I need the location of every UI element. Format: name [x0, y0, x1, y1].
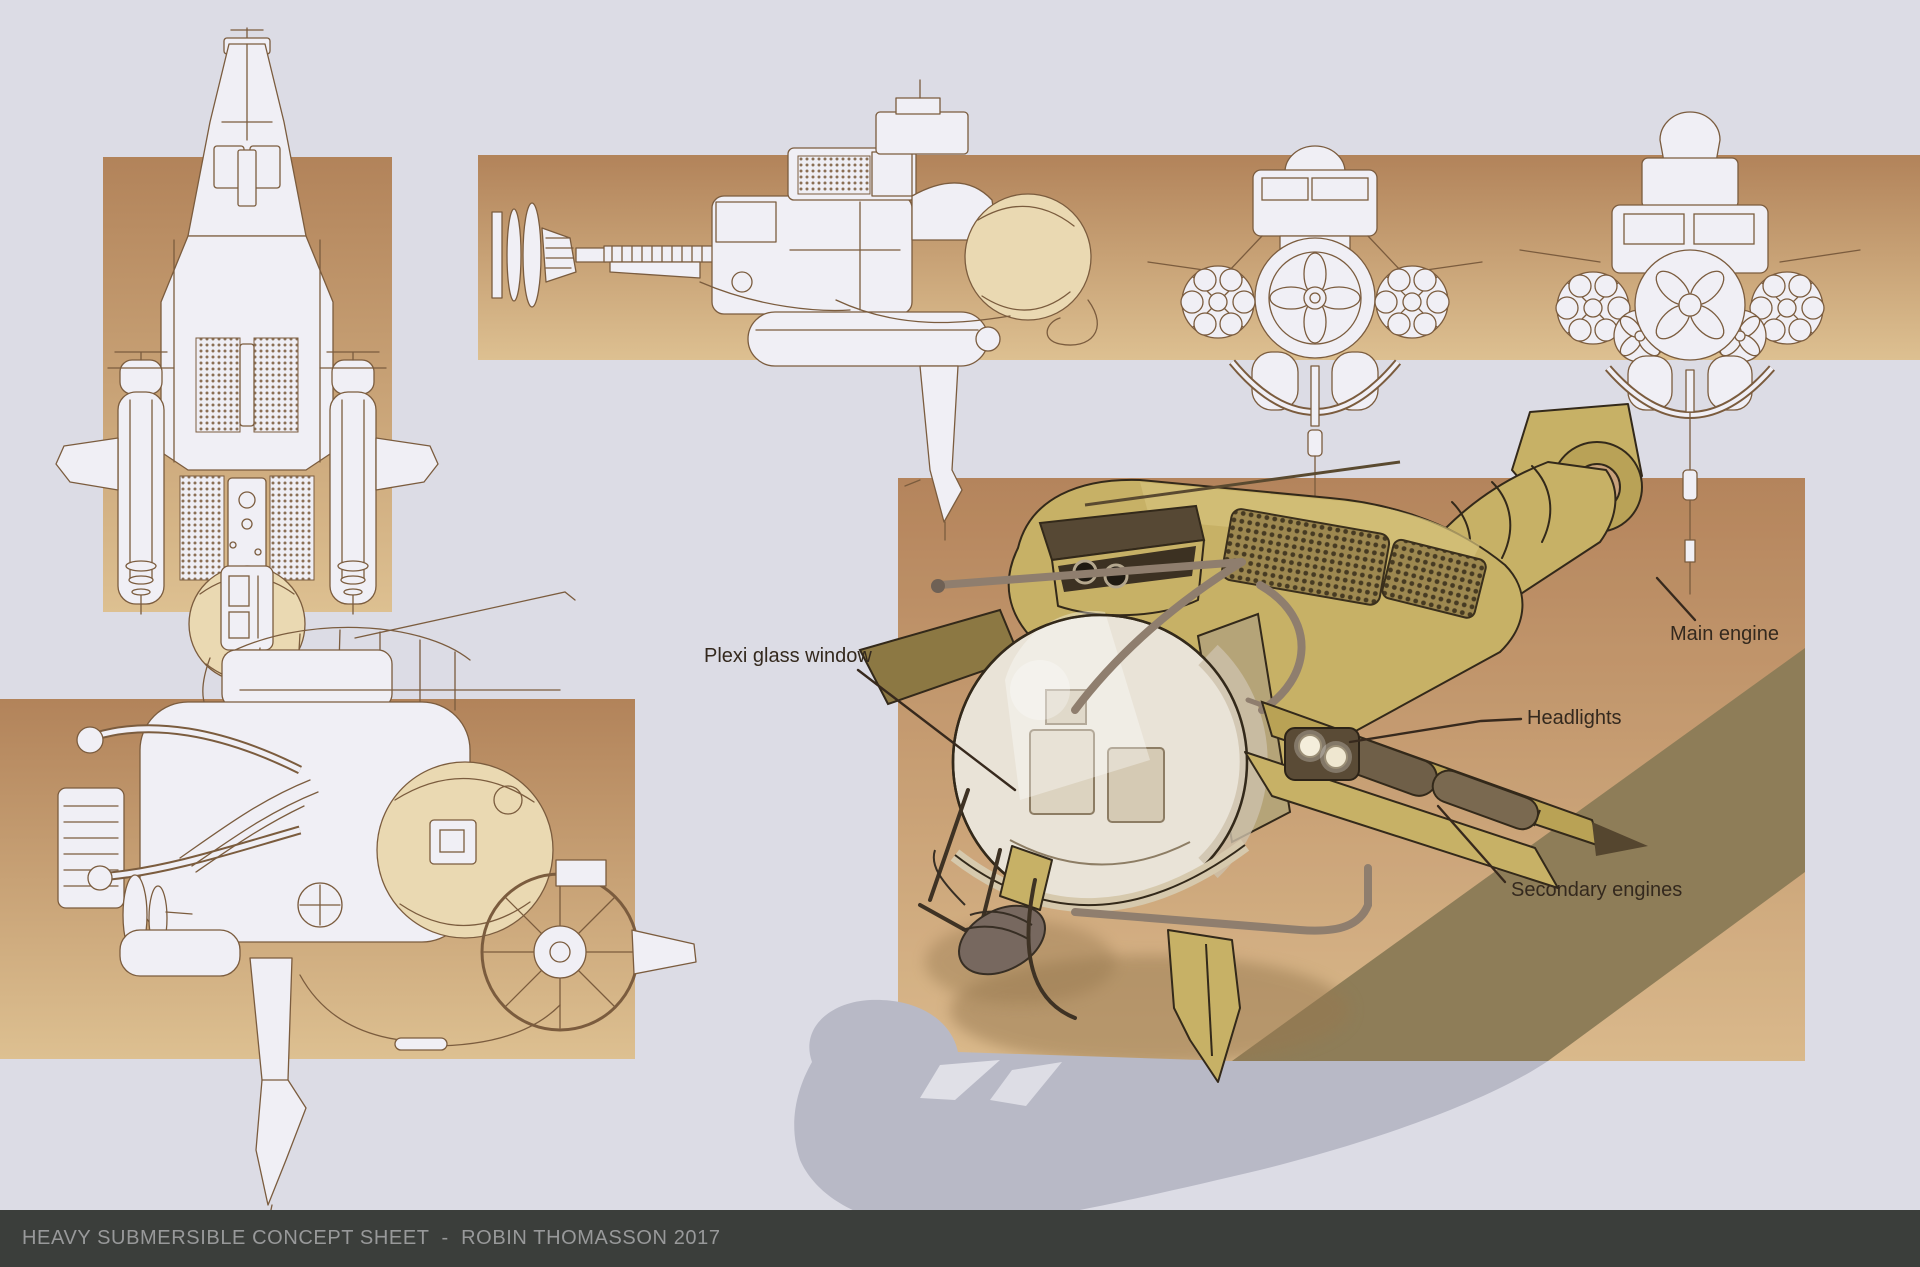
callout-leader-lines [856, 576, 1697, 884]
hull-grate [1221, 508, 1391, 606]
label-secondary-engines: Secondary engines [1511, 879, 1683, 901]
footer-title: HEAVY SUBMERSIBLE CONCEPT SHEET - ROBIN … [22, 1227, 721, 1249]
dome-side-view [964, 193, 1092, 321]
leader-secondary-engines [1436, 804, 1507, 884]
label-plexi-window: Plexi glass window [704, 645, 872, 667]
headlights-render [1284, 727, 1360, 781]
label-headlights: Headlights [1527, 707, 1622, 729]
label-main-engine: Main engine [1670, 623, 1779, 645]
stern-view-blueprint [1519, 111, 1861, 595]
side-view-blueprint [491, 79, 1098, 541]
leader-plexi-window [856, 668, 1017, 792]
bow-view-blueprint [1147, 145, 1483, 513]
leader-headlights [1348, 717, 1523, 744]
profile-view-blueprint [57, 591, 697, 1225]
floor-shadow [794, 999, 1548, 1229]
submersible-render [858, 403, 1648, 1083]
footer-bar: HEAVY SUBMERSIBLE CONCEPT SHEET - ROBIN … [0, 1210, 1920, 1267]
hull-grate-aft [1381, 538, 1487, 619]
ballast-bag [958, 904, 1046, 976]
keel-fin [1167, 929, 1241, 1083]
leader-main-engine [1655, 576, 1697, 622]
